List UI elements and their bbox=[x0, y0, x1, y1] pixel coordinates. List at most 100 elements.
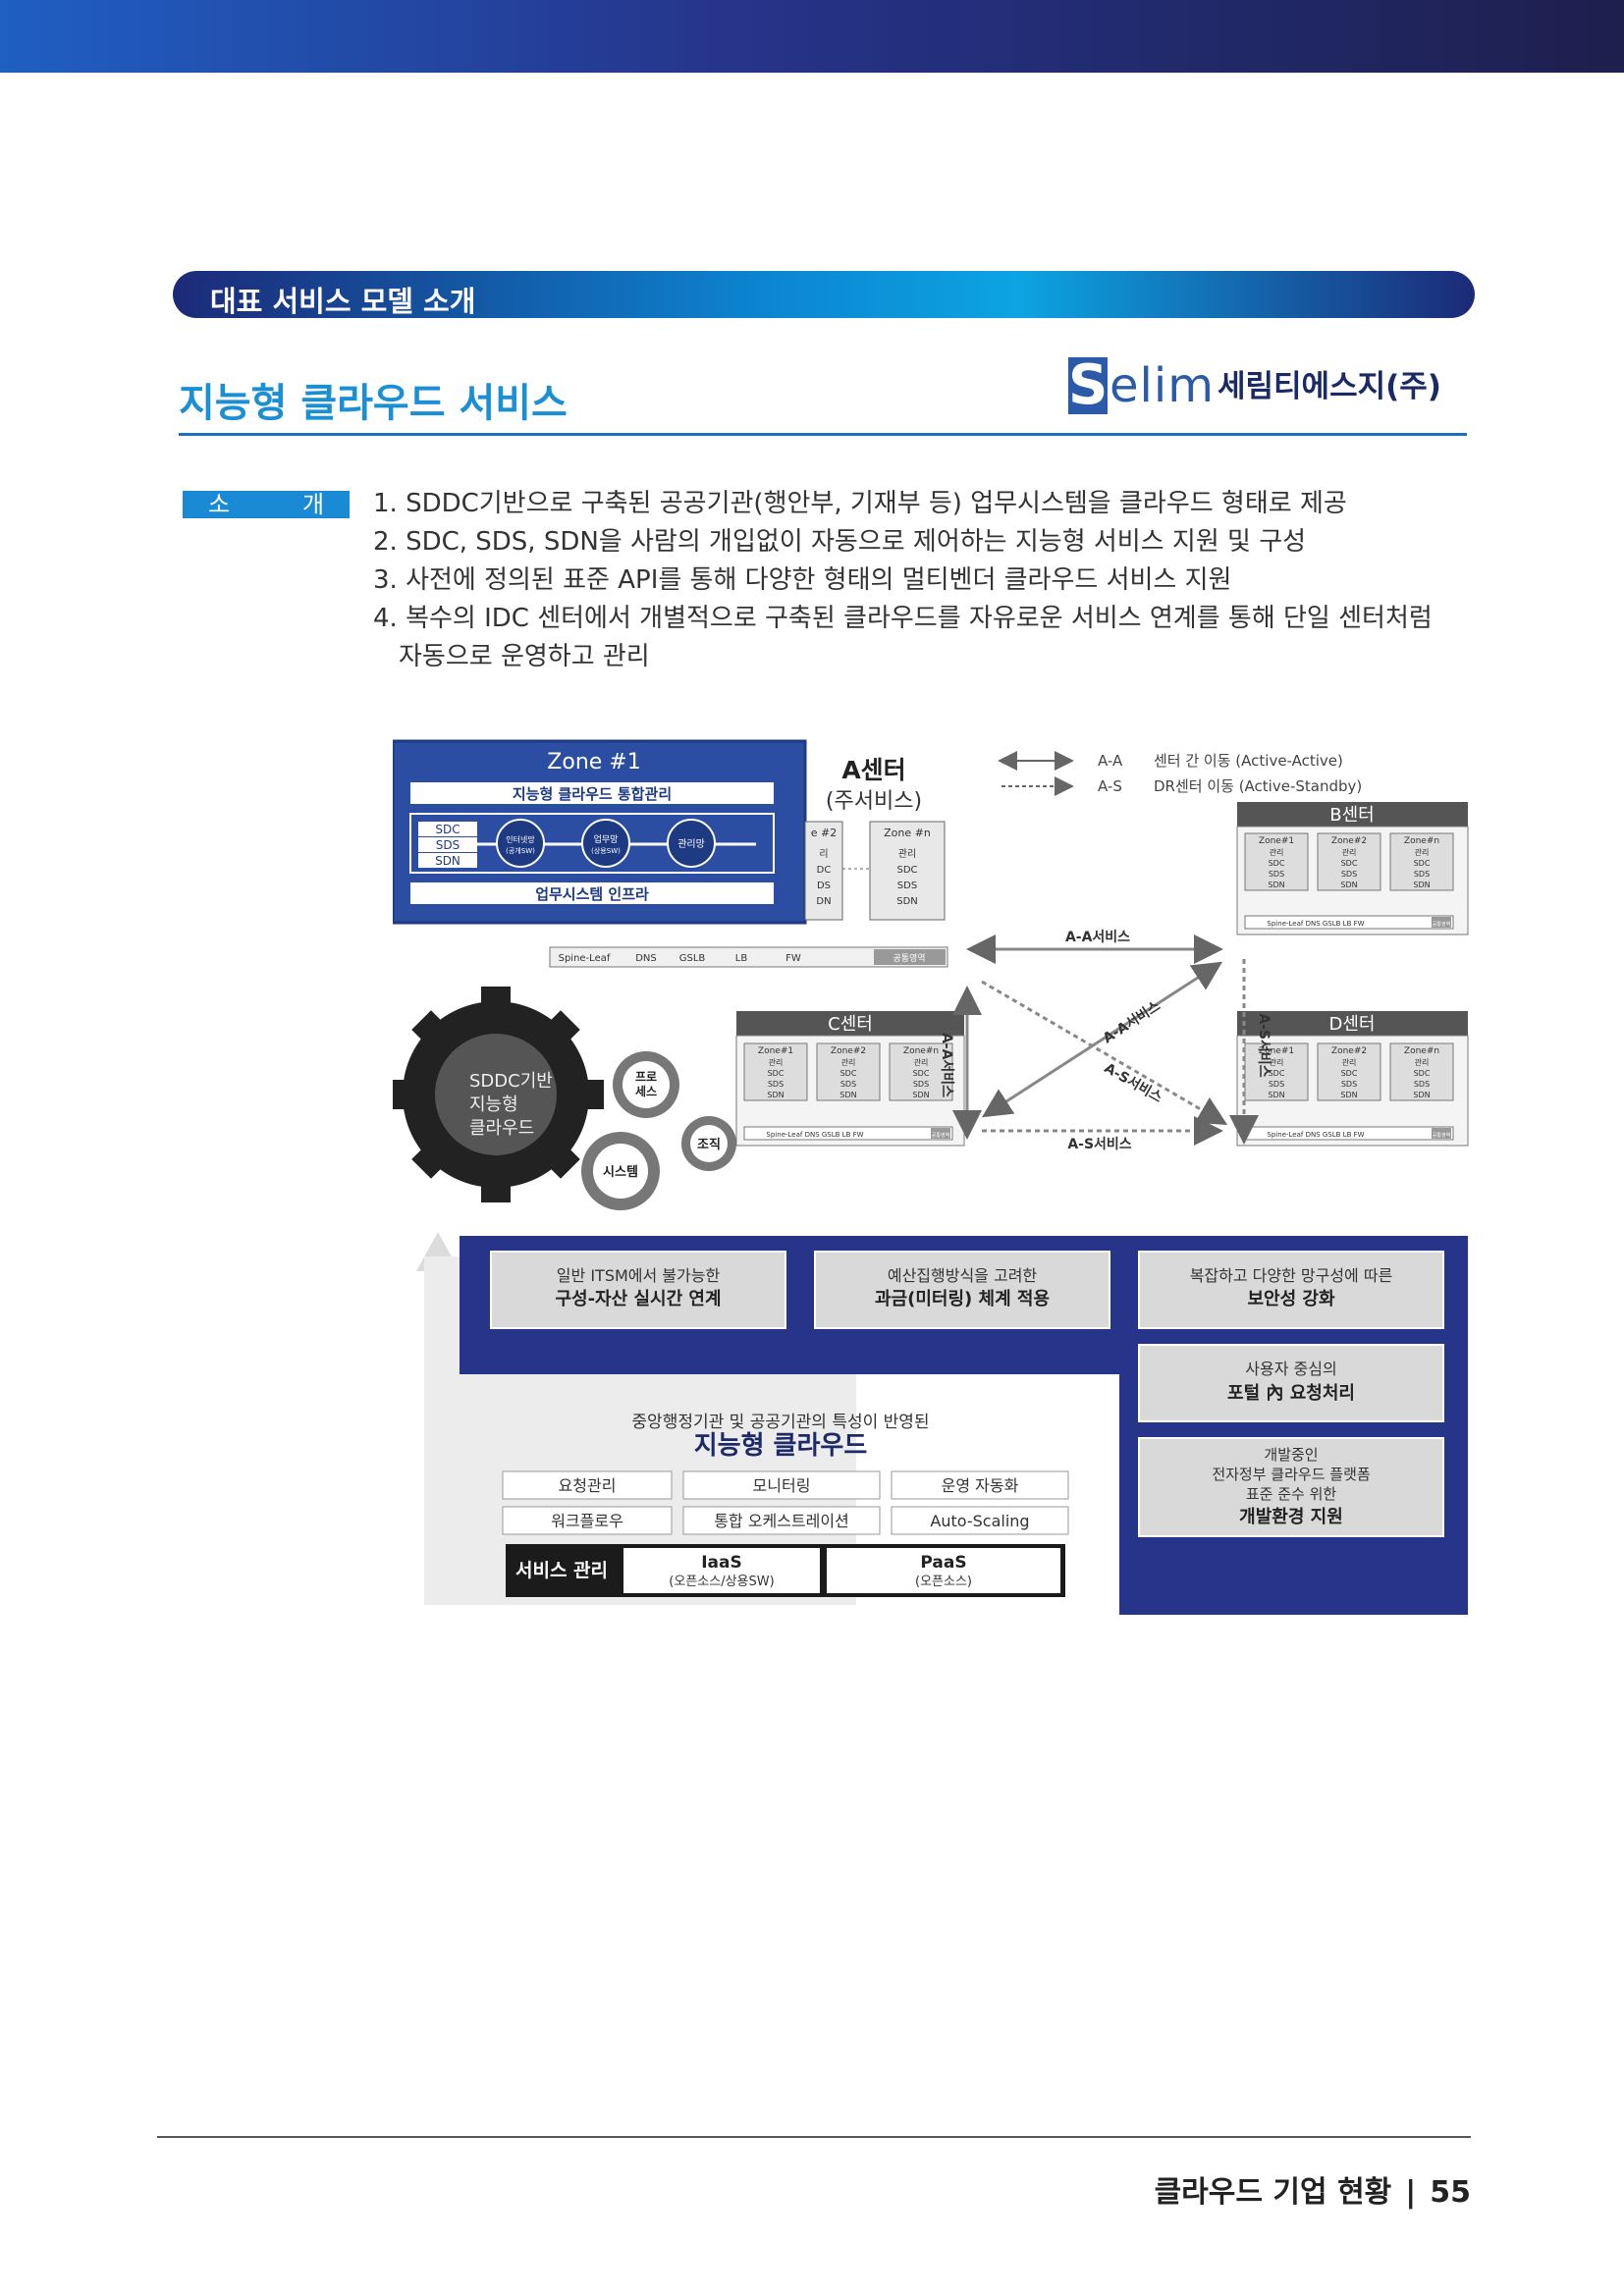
mini-row: SDS bbox=[913, 1080, 929, 1089]
a-infra-strip: Spine-Leaf DNS GSLB LB FW 공통영역 bbox=[549, 946, 948, 968]
mini-row: 관리 bbox=[1415, 847, 1430, 857]
zonen-row: 관리 bbox=[898, 848, 916, 860]
layer-sds: SDS bbox=[436, 838, 460, 852]
mini-zone: Zone#2 bbox=[1331, 1046, 1367, 1056]
mini-zone: Zone#n bbox=[903, 1046, 939, 1056]
gear-line3: 클라우드 bbox=[469, 1118, 534, 1139]
net-internet-sub: (공개SW) bbox=[506, 846, 535, 855]
section-header: 대표 서비스 모델 소개 bbox=[173, 271, 1475, 318]
feature-line2: 과금(미터링) 체계 적용 bbox=[875, 1289, 1050, 1309]
legend: A-A 센터 간 이동 (Active-Active) A-S DR센터 이동 … bbox=[998, 751, 1362, 796]
mini-row: SDC bbox=[840, 1069, 857, 1078]
zonen-row: SDS bbox=[897, 881, 917, 891]
mini-zone: Zone#1 bbox=[1259, 836, 1294, 846]
b-zones: Zone#1 Zone#2 Zone#n 관리 관리 관리 SDC SDC SD… bbox=[1244, 832, 1454, 891]
infra-item: FW bbox=[785, 953, 801, 964]
small-gear1-a: 프로 bbox=[635, 1070, 657, 1084]
gear-graphic: SDDC기반 지능형 클라우드 프로 세스 조직 시스템 bbox=[393, 987, 736, 1210]
zone1-mgmt: 지능형 클라우드 통합관리 bbox=[513, 785, 672, 803]
grid-item: 요청관리 bbox=[559, 1476, 617, 1495]
mini-row: SDC bbox=[1414, 1069, 1431, 1078]
intro-item: 2. SDC, SDS, SDN을 사람의 개입없이 자동으로 제어하는 지능형… bbox=[373, 527, 1307, 557]
mini-row: 관리 bbox=[841, 1057, 856, 1067]
mini-row: SDN bbox=[1268, 1091, 1284, 1099]
legend-code: A-S bbox=[1098, 777, 1122, 795]
net-business-sub: (상용SW) bbox=[591, 846, 621, 855]
small-gear-system bbox=[581, 1132, 660, 1210]
mini-row: 관리 bbox=[1415, 1057, 1430, 1067]
legend-text: DR센터 이동 (Active-Standby) bbox=[1154, 777, 1362, 795]
mini-infra: Spine-Leaf DNS GSLB LB FW bbox=[1267, 1131, 1364, 1139]
feature-line1: 복잡하고 다양한 망구성에 따른 bbox=[1190, 1266, 1393, 1285]
center-box-line2: 지능형 클라우드 bbox=[694, 1431, 868, 1461]
grid-item: 모니터링 bbox=[753, 1476, 811, 1495]
architecture-diagram: Zone #1 지능형 클라우드 통합관리 SDC SDS SDN 인터넷망 (… bbox=[393, 739, 1469, 1615]
d-center: D센터 Zone#1 Zone#2 Zone#n 관리 관리 관리 SDC SD… bbox=[1236, 1011, 1469, 1147]
mini-zone: Zone#1 bbox=[758, 1046, 793, 1056]
service-diagram: 일반 ITSM에서 불가능한 구성-자산 실시간 연계 예산집행방식을 고려한 … bbox=[416, 1232, 1468, 1615]
d-center-title: D센터 bbox=[1329, 1014, 1376, 1035]
a-center-title: A센터 bbox=[841, 756, 905, 784]
mini-zone: Zone#1 bbox=[1259, 1046, 1294, 1056]
side-feature-line: 전자정부 클라우드 플랫폼 bbox=[1212, 1466, 1370, 1483]
zone1-title: Zone #1 bbox=[547, 750, 640, 774]
legend-text: 센터 간 이동 (Active-Active) bbox=[1154, 752, 1343, 770]
link-diag2-label: A-S서비스 bbox=[1102, 1060, 1165, 1106]
small-gear-org bbox=[681, 1116, 736, 1171]
footer: 클라우드 기업 현황|55 bbox=[1155, 2167, 1471, 2211]
side-feature-line: 개발환경 지원 bbox=[1239, 1506, 1343, 1527]
intro-item: 1. SDDC기반으로 구축된 공공기관(행안부, 기재부 등) 업무시스템을 … bbox=[373, 489, 1347, 518]
page-number: 55 bbox=[1430, 2175, 1471, 2210]
intro-label-a: 소 bbox=[208, 491, 231, 518]
mini-zone: Zone#2 bbox=[1331, 836, 1367, 846]
mini-row: SDC bbox=[1341, 1069, 1358, 1078]
mini-row: SDN bbox=[839, 1091, 856, 1099]
mini-row: SDS bbox=[1269, 870, 1284, 879]
iaas-sub: (오픈소스/상용SW) bbox=[669, 1575, 774, 1589]
top-banner bbox=[0, 0, 1624, 73]
mini-row: SDS bbox=[840, 1080, 856, 1089]
small-gear1-b: 세스 bbox=[635, 1084, 657, 1098]
intro-label: 소 개 bbox=[183, 491, 350, 518]
zone-partial-blocks: e #2 리 DC DS DN Zone #n 관리 SDC SDS SDN bbox=[804, 821, 946, 921]
zone2-row: DC bbox=[817, 865, 832, 876]
mini-row: SDS bbox=[1269, 1080, 1284, 1089]
link-top-label: A-A서비스 bbox=[1065, 930, 1130, 945]
intro-item: 3. 사전에 정의된 표준 API를 통해 다양한 형태의 멀티벤더 클라우드 … bbox=[373, 565, 1232, 595]
side-feature-line: 표준 준수 위한 bbox=[1246, 1485, 1337, 1503]
b-center-title: B센터 bbox=[1329, 805, 1374, 826]
title-divider bbox=[179, 433, 1467, 436]
a-center-sub: (주서비스) bbox=[826, 789, 922, 814]
grid-item: Auto-Scaling bbox=[930, 1512, 1029, 1530]
logo-word: elim bbox=[1110, 358, 1215, 413]
infra-item: GSLB bbox=[679, 953, 706, 964]
service-mgmt: 서비스 관리 bbox=[515, 1560, 608, 1581]
intro-item: 4. 복수의 IDC 센터에서 개별적으로 구축된 클라우드를 자유로운 서비스… bbox=[373, 604, 1433, 633]
zonen-row: SDC bbox=[896, 865, 917, 876]
feature-line2: 보안성 강화 bbox=[1247, 1289, 1335, 1309]
zone2-partial-title: e #2 bbox=[811, 827, 837, 839]
center-box-line1: 중앙행정기관 및 공공기관의 특성이 반영된 bbox=[631, 1413, 929, 1432]
mini-zone: Zone#n bbox=[1404, 836, 1439, 846]
mini-row: SDC bbox=[1269, 859, 1285, 868]
iaas: IaaS bbox=[701, 1553, 742, 1573]
company-name: 세림티에스지(주) bbox=[1218, 369, 1441, 404]
mini-row: SDC bbox=[913, 1069, 930, 1078]
link-bottom-label: A-S서비스 bbox=[1067, 1137, 1131, 1152]
page-title: 지능형 클라우드 서비스 bbox=[179, 381, 568, 426]
footer-text: 클라우드 기업 현황 bbox=[1154, 2175, 1392, 2210]
mini-infra: Spine-Leaf DNS GSLB LB FW bbox=[1267, 920, 1364, 928]
net-business: 업무망 bbox=[594, 834, 619, 845]
layer-sdn: SDN bbox=[435, 854, 460, 868]
mini-common: 공통영역 bbox=[1433, 921, 1450, 928]
infra-common: 공통영역 bbox=[893, 953, 925, 964]
small-gear3: 시스템 bbox=[603, 1165, 638, 1180]
mini-row: 관리 bbox=[1270, 847, 1284, 857]
intro-item-continued: 자동으로 운영하고 관리 bbox=[399, 642, 650, 671]
mini-row: SDC bbox=[1414, 859, 1431, 868]
mini-row: SDN bbox=[767, 1091, 784, 1099]
mini-row: SDN bbox=[1413, 881, 1430, 889]
zonen-row: SDN bbox=[896, 896, 918, 907]
mini-row: SDS bbox=[1341, 1080, 1357, 1089]
mini-infra: Spine-Leaf DNS GSLB LB FW bbox=[766, 1131, 863, 1139]
